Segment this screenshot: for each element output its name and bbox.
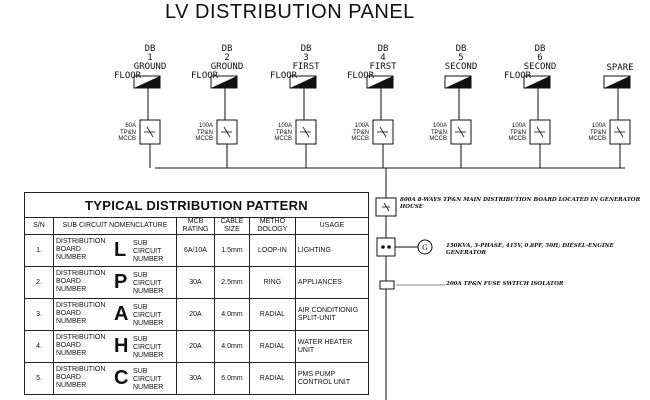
cell-sn: 1. xyxy=(24,234,54,267)
floor-text-2: FLOOR xyxy=(347,71,375,81)
board-7 xyxy=(603,75,631,168)
floor-text-2: FLOOR xyxy=(270,71,298,81)
floor-text-2: FLOOR xyxy=(504,71,532,81)
isolator-note: 200A TP&N FUSE SWITCH ISOLATOR xyxy=(446,281,564,287)
db-number: 1 xyxy=(147,53,153,63)
table-header: METHO DOLOGY xyxy=(248,217,296,235)
board-2 xyxy=(210,75,238,168)
cell-mcb: 30A xyxy=(176,362,215,395)
cell-method: RADIAL xyxy=(248,330,296,363)
cell-cable: 4.0mm xyxy=(213,298,250,331)
cell-usage: WATER HEATER UNIT xyxy=(294,330,370,363)
generator-symbol xyxy=(417,239,433,255)
cell-sn: 5. xyxy=(24,362,54,395)
floor-text: FIRST xyxy=(369,62,397,72)
table-header: MCB RATING xyxy=(176,217,215,235)
isolator-box xyxy=(379,280,395,290)
cell-method: RADIAL xyxy=(248,362,296,395)
table-header: SUB CIRCUIT NOMENCLATURE xyxy=(53,217,177,235)
cell-method: RING xyxy=(248,266,296,299)
db-text: DB xyxy=(221,44,233,54)
cell-sn: 2. xyxy=(24,266,54,299)
db-text: DB xyxy=(300,44,312,54)
cell-method: LOOP-IN xyxy=(248,234,296,267)
cell-usage: APPLIANCES xyxy=(294,266,370,299)
db-number: 4 xyxy=(380,53,386,63)
db-text: DB xyxy=(455,44,467,54)
floor-text: SECOND xyxy=(523,62,557,72)
cell-usage: AIR CONDITIONIG SPLIT-UNIT xyxy=(294,298,370,331)
page-title: LV DISTRIBUTION PANEL xyxy=(165,1,415,23)
table-title: TYPICAL DISTRIBUTION PATTERN xyxy=(24,192,369,218)
board-5 xyxy=(444,75,472,168)
cell-sn: 3. xyxy=(24,298,54,331)
board-4 xyxy=(366,75,394,168)
floor-text: SPARE xyxy=(606,63,634,73)
db-number: 3 xyxy=(303,53,309,63)
board-label: SPARE xyxy=(590,64,650,73)
cell-usage: LIGHTING xyxy=(294,234,370,267)
generator-note: 150KVA, 3-PHASE, 415V, 0.8PF, 50H; DIESE… xyxy=(446,243,614,256)
floor-text: FIRST xyxy=(292,62,320,72)
cell-cable: 6.0mm xyxy=(213,362,250,395)
floor-text: SECOND xyxy=(444,62,478,72)
floor-text-2: FLOOR xyxy=(114,71,142,81)
floor-text: GROUND xyxy=(133,62,167,72)
db-text: DB xyxy=(144,44,156,54)
table-header: CABLE SIZE xyxy=(213,217,250,235)
cell-usage: PMS PUMP CONTROL UNIT xyxy=(294,362,370,395)
cell-cable: 4.0mm xyxy=(213,330,250,363)
db-number: 2 xyxy=(224,53,230,63)
db-number: 5 xyxy=(458,53,464,63)
table-header: USAGE xyxy=(294,217,370,235)
floor-text-2: FLOOR xyxy=(191,71,219,81)
cell-cable: 2.5mm xyxy=(213,266,250,299)
db-text: DB xyxy=(534,44,546,54)
board-3 xyxy=(289,75,317,168)
cell-method: RADIAL xyxy=(248,298,296,331)
table-header: S/N xyxy=(24,217,54,235)
cell-mcb: 20A xyxy=(176,330,215,363)
cell-mcb: 30A xyxy=(176,266,215,299)
main-board-note: 800A 8-WAYS TP&N MAIN DISTRIBUTION BOARD… xyxy=(400,197,641,210)
cell-mcb: 6A/10A xyxy=(176,234,215,267)
board-6 xyxy=(523,75,551,168)
cell-mcb: 20A xyxy=(176,298,215,331)
generator-label: G xyxy=(422,243,428,252)
generator-box xyxy=(376,237,396,257)
board-1 xyxy=(133,75,161,168)
floor-text: GROUND xyxy=(210,62,244,72)
cell-cable: 1.5mm xyxy=(213,234,250,267)
db-number: 6 xyxy=(537,53,543,63)
db-text: DB xyxy=(377,44,389,54)
cell-sn: 4. xyxy=(24,330,54,363)
